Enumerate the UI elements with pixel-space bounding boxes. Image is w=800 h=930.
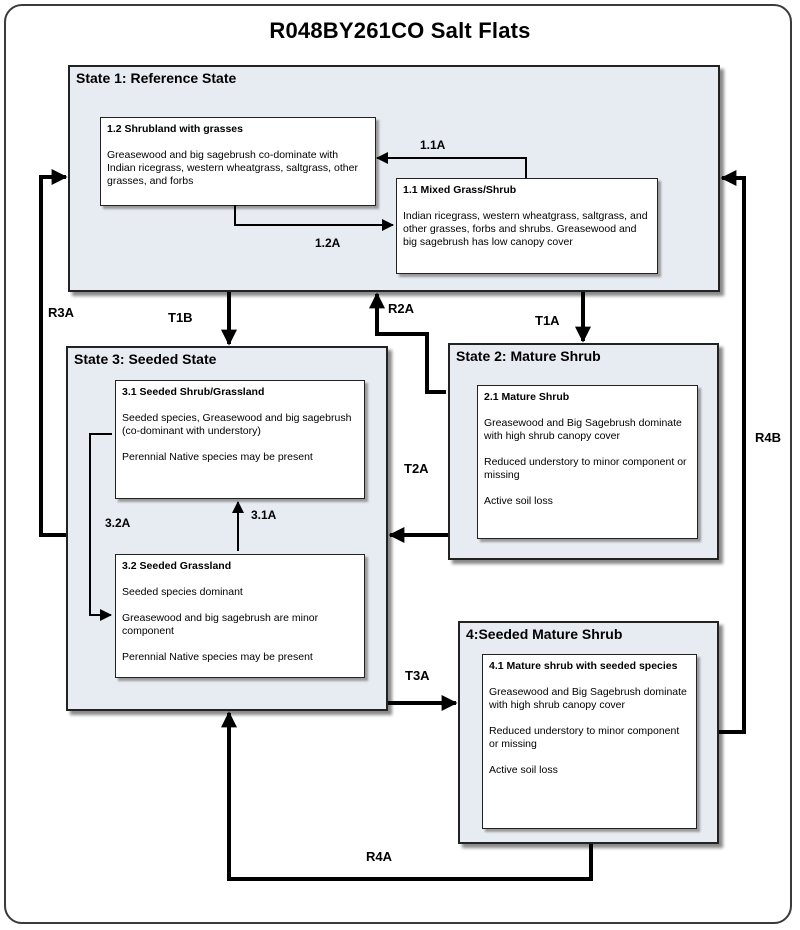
community-3-1-desc-1: Seeded species, Greasewood and big sageb…	[122, 412, 352, 437]
label-r2a: R2A	[388, 301, 415, 316]
community-3-2-desc-1: Seeded species dominant	[122, 586, 243, 598]
arrow-r4a	[221, 711, 593, 881]
diagram-title: R048BY261CO Salt Flats	[269, 18, 531, 43]
community-3-2-title: 3.2 Seeded Grassland	[122, 560, 232, 572]
community-1-1-desc: Indian ricegrass, western wheatgrass, sa…	[403, 210, 648, 248]
community-4-1-box: 4.1 Mature shrub with seeded species Gre…	[482, 654, 697, 829]
state-1-box: State 1: Reference State 1.2 Shrubland w…	[68, 65, 720, 292]
community-1-1-title: 1.1 Mixed Grass/Shrub	[403, 184, 517, 196]
label-r4a: R4A	[366, 849, 393, 864]
community-4-1-desc-3: Active soil loss	[489, 764, 558, 776]
state-3-title: State 3: Seeded State	[74, 351, 217, 367]
community-3-1-desc-2: Perennial Native species may be present	[122, 451, 313, 463]
state-4-title: 4:Seeded Mature Shrub	[466, 626, 623, 642]
community-4-1-desc-2: Reduced understory to minor component or…	[489, 725, 680, 750]
diagram-frame	[4, 4, 792, 924]
community-2-1-desc-2: Reduced understory to minor component or…	[484, 456, 687, 481]
community-2-1-desc-1: Greasewood and Big Sagebrush dominate wi…	[484, 417, 682, 442]
label-r3a: R3A	[48, 305, 75, 320]
community-2-1-title: 2.1 Mature Shrub	[484, 391, 570, 403]
label-3-1a: 3.1A	[251, 508, 277, 522]
arrow-r4b	[719, 170, 746, 734]
state-4-box: 4:Seeded Mature Shrub 4.1 Mature shrub w…	[458, 621, 719, 844]
state-1-title: State 1: Reference State	[76, 70, 237, 86]
community-3-2-desc-3: Perennial Native species may be present	[122, 651, 313, 663]
arrow-r3a	[39, 169, 68, 537]
arrow-1-2a	[234, 205, 394, 231]
community-3-2-box: 3.2 Seeded Grassland Seeded species domi…	[115, 554, 365, 678]
community-2-1-desc-3: Active soil loss	[484, 495, 553, 507]
community-1-2-box: 1.2 Shrubland with grasses Greasewood an…	[100, 117, 376, 206]
label-3-2a: 3.2A	[105, 516, 131, 530]
label-1-1a: 1.1A	[420, 138, 446, 152]
community-1-2-title: 1.2 Shrubland with grasses	[107, 123, 243, 135]
state-2-title: State 2: Mature Shrub	[456, 348, 601, 364]
label-r4b: R4B	[755, 430, 782, 445]
community-4-1-title: 4.1 Mature shrub with seeded species	[489, 660, 678, 672]
community-3-1-box: 3.1 Seeded Shrub/Grassland Seeded specie…	[115, 380, 365, 499]
state-2-box: State 2: Mature Shrub 2.1 Mature Shrub G…	[448, 343, 719, 560]
label-t2a: T2A	[404, 461, 429, 476]
community-2-1-box: 2.1 Mature Shrub Greasewood and Big Sage…	[477, 385, 698, 539]
label-1-2a: 1.2A	[315, 236, 341, 250]
arrow-r2a	[369, 292, 446, 394]
community-1-1-box: 1.1 Mixed Grass/Shrub Indian ricegrass, …	[396, 178, 658, 274]
label-t3a: T3A	[405, 668, 430, 683]
arrow-1-1a	[376, 152, 527, 178]
label-t1b: T1B	[168, 310, 193, 325]
label-t1a: T1A	[535, 313, 560, 328]
community-3-1-title: 3.1 Seeded Shrub/Grassland	[122, 386, 265, 398]
community-3-2-desc-2: Greasewood and big sagebrush are minor c…	[122, 612, 319, 637]
community-4-1-desc-1: Greasewood and Big Sagebrush dominate wi…	[489, 686, 687, 711]
arrow-3-2a	[89, 433, 112, 621]
state-3-box: State 3: Seeded State 3.1 Seeded Shrub/G…	[66, 346, 388, 711]
community-1-2-desc: Greasewood and big sagebrush co-dominate…	[107, 149, 358, 187]
